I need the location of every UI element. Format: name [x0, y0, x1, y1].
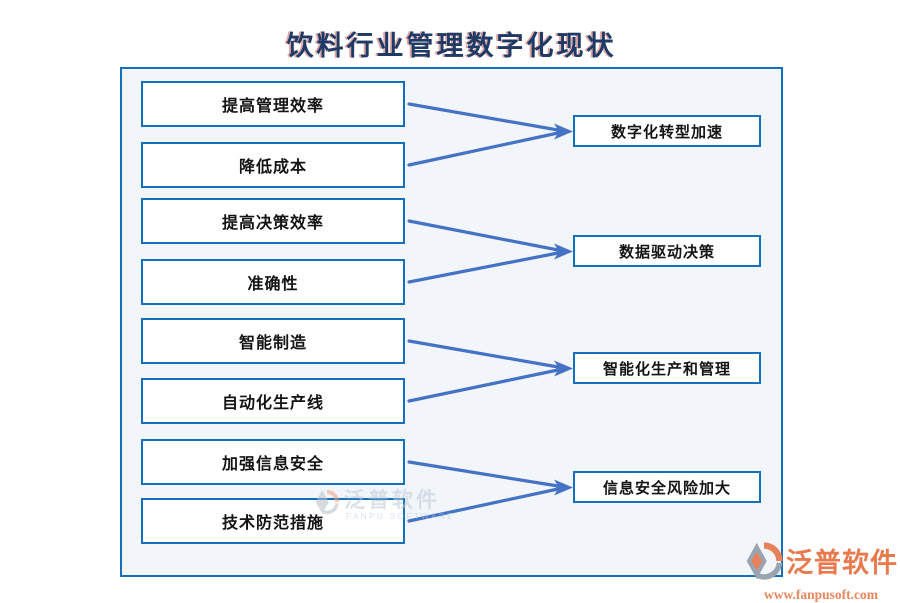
right-box-label: 数字化转型加速	[610, 123, 723, 141]
left-box-label: 自动化生产线	[221, 395, 324, 412]
left-box-label: 智能制造	[238, 335, 307, 352]
arrow-line-2b	[407, 251, 560, 284]
left-box-automated-production-line: 自动化生产线	[141, 378, 405, 424]
left-box-strengthen-information-security: 加强信息安全	[141, 439, 405, 485]
left-box-smart-manufacturing: 智能制造	[141, 318, 405, 364]
left-box-reduce-cost: 降低成本	[141, 142, 405, 188]
left-box-label: 准确性	[247, 276, 299, 293]
arrow-line-1a	[407, 102, 560, 132]
arrow-line-3a	[407, 339, 560, 369]
fanpu-logo-icon	[744, 541, 784, 586]
page-title: 饮料行业管理数字化现状	[286, 31, 617, 62]
arrow-lines	[407, 102, 560, 523]
arrow-head-2	[554, 243, 573, 260]
right-box-intelligent-production-management: 智能化生产和管理	[573, 352, 761, 384]
left-box-label: 技术防范措施	[221, 515, 324, 532]
brand-name: 泛普软件	[786, 547, 898, 578]
right-box-digital-transformation-accelerating: 数字化转型加速	[573, 115, 761, 147]
arrow-head-4	[554, 479, 573, 496]
left-box-technical-precaution-measures: 技术防范措施	[141, 498, 405, 544]
left-box-improve-decision-efficiency: 提高决策效率	[141, 198, 405, 244]
right-box-label: 数据驱动决策	[618, 243, 715, 261]
diagram-frame: 提高管理效率 降低成本 提高决策效率 准确性 智能制造 自动化生产线 加强信息安…	[120, 67, 783, 577]
arrow-line-4b	[407, 487, 560, 523]
arrow-heads	[554, 123, 573, 496]
arrow-head-1	[554, 123, 573, 140]
right-box-data-driven-decisions: 数据驱动决策	[573, 235, 761, 267]
arrow-line-3b	[407, 368, 560, 403]
arrow-line-1b	[407, 131, 560, 167]
left-box-label: 加强信息安全	[221, 456, 324, 473]
left-box-accuracy: 准确性	[141, 259, 405, 305]
left-box-label: 提高决策效率	[221, 215, 324, 232]
brand-logo: 泛普软件 www.fanpusoft.com	[744, 541, 898, 603]
arrow-line-4a	[407, 460, 560, 488]
left-box-label: 降低成本	[238, 159, 307, 176]
left-box-label: 提高管理效率	[221, 98, 324, 115]
left-box-improve-management-efficiency: 提高管理效率	[141, 81, 405, 127]
brand-url: www.fanpusoft.com	[763, 587, 878, 602]
right-box-label: 信息安全风险加大	[602, 479, 731, 497]
arrow-head-3	[554, 360, 573, 377]
right-box-information-security-risk-increasing: 信息安全风险加大	[573, 471, 761, 503]
right-box-label: 智能化生产和管理	[602, 360, 731, 378]
arrow-line-2a	[407, 219, 560, 252]
